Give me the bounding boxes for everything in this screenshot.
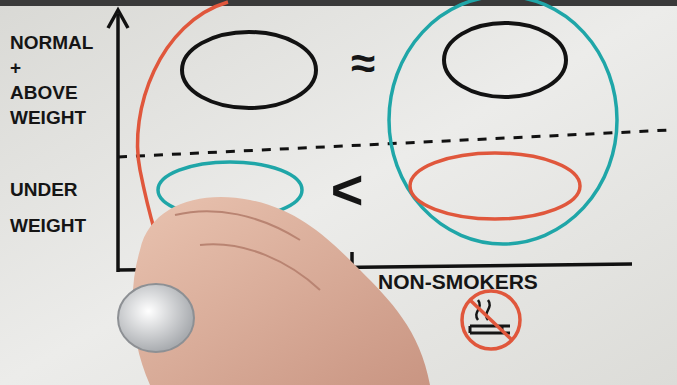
comparison-symbol: ≈ [338,38,388,88]
y-axis-arrowhead [108,10,128,28]
no-smoking-symbol [462,291,520,349]
axis-category-label: UNDER WEIGHT [10,172,90,244]
comparison-symbol: < [322,160,372,220]
axis-category-label: NON-SMOKERS [378,268,618,296]
non-smokers-group-outline [389,0,617,244]
y-axis [116,14,120,272]
non-smokers-normal-group [444,23,566,97]
board-edge [0,0,677,6]
non-smokers-underweight-group [410,153,580,219]
smokers-normal-group [182,32,316,108]
axis-category-label: NORMAL + ABOVE WEIGHT [10,30,90,130]
